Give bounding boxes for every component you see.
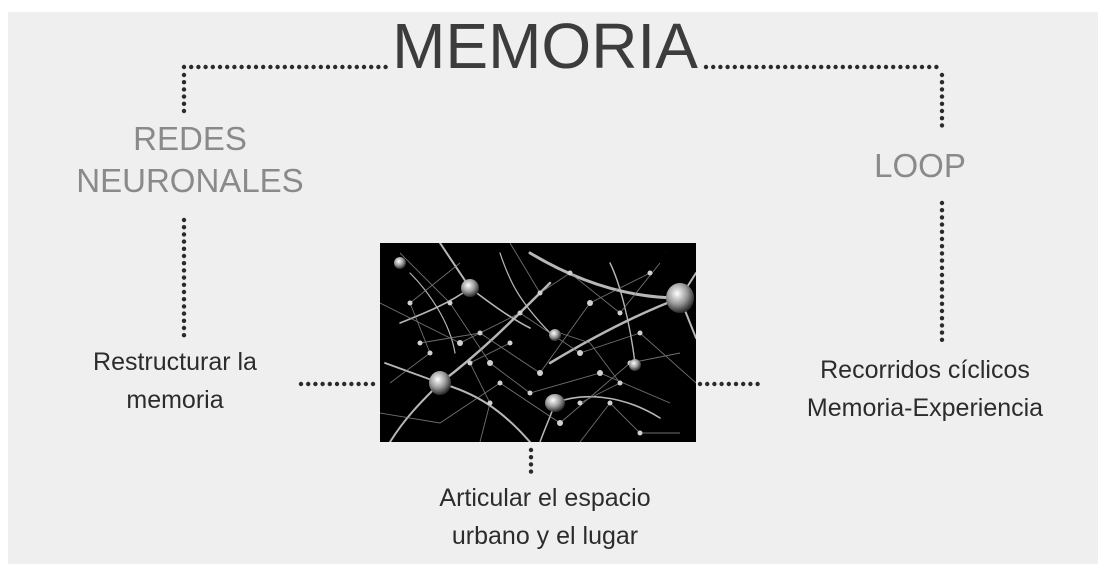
outcome-line: Restructurar la	[93, 348, 257, 376]
neural-network-image: ·	[379, 242, 697, 443]
svg-text:·: ·	[665, 249, 667, 255]
outcome-line: urbano y el lugar	[451, 522, 639, 550]
neuron-illustration: ·	[379, 242, 697, 443]
outcome-line: memoria	[126, 386, 224, 414]
outcome-line: Memoria-Experiencia	[806, 394, 1044, 422]
outcome-articular: Articular el espacio urbano y el lugar	[355, 479, 735, 555]
branch-label-loop: LOOP	[874, 147, 966, 184]
diagram-title: MEMORIA	[392, 10, 698, 82]
branch-label-redes-neuronales: REDES NEURONALES	[35, 118, 345, 202]
branch-label-line: REDES	[133, 120, 247, 157]
branch-label-line: NEURONALES	[76, 162, 304, 199]
outcome-recorridos: Recorridos cíclicos Memoria-Experiencia	[770, 351, 1080, 427]
outcome-line: Articular el espacio	[439, 484, 651, 512]
outcome-line: Recorridos cíclicos	[820, 356, 1030, 384]
outcome-restructurar: Restructurar la memoria	[40, 343, 310, 419]
